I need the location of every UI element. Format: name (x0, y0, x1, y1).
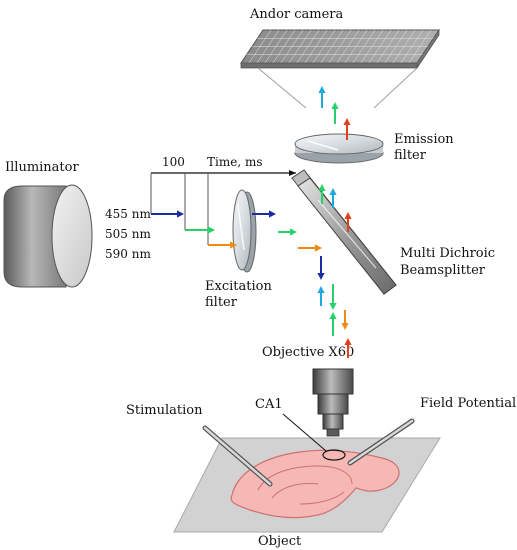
green-light-arrow (331, 102, 339, 124)
andor-camera (240, 28, 440, 70)
blue-light-arrow (317, 256, 325, 280)
wavelength-label-590: 590 nm (105, 247, 151, 261)
beamsplitter-label: Multi Dichroic (400, 246, 495, 261)
field-potential-label: Field Potential (420, 396, 516, 411)
blue-light-arrow (151, 210, 184, 218)
field-potential-electrode (347, 418, 415, 466)
emission-filter-label-line2: filter (394, 148, 427, 163)
red-light-arrow (343, 118, 351, 140)
green-light-arrow (278, 228, 297, 236)
stimulation-electrode (202, 425, 273, 487)
timeline-tick-label: 100 (162, 155, 185, 169)
red-light-arrow (344, 338, 352, 358)
camera-light-cone (257, 67, 418, 109)
illuminator-label: Illuminator (5, 160, 79, 175)
green-light-arrow (318, 184, 326, 204)
dichroic-beamsplitter (291, 169, 397, 295)
orange-light-arrow (341, 310, 349, 330)
ca1-pointer-line (282, 413, 327, 452)
excitation-filter (232, 189, 257, 273)
objective-lens (312, 368, 354, 437)
emission-filter-label: Emission (394, 132, 454, 147)
object-label: Object (258, 534, 302, 549)
camera-label: Andor camera (249, 7, 344, 22)
stimulation-label: Stimulation (126, 403, 203, 418)
excitation-filter-label: Excitation (205, 279, 272, 294)
ca1-region-marker (322, 449, 346, 461)
illuminator (3, 184, 93, 288)
excitation-filter-label-line2: filter (205, 295, 238, 310)
ca1-label: CA1 (255, 397, 283, 412)
wavelength-label-505: 505 nm (105, 227, 151, 241)
beamsplitter-label-line2: Beamsplitter (400, 263, 486, 278)
green-light-arrow (185, 226, 215, 234)
orange-light-arrow (298, 244, 322, 252)
red-light-arrow (344, 212, 352, 232)
cyan-light-arrow (329, 188, 337, 208)
wavelength-label-455: 455 nm (105, 207, 151, 221)
light-path-arrows (151, 86, 352, 358)
objective-label: Objective X60 (262, 345, 354, 360)
blue-light-arrow (252, 210, 276, 218)
brain-slice (230, 449, 400, 519)
timeline-axis-label: Time, ms (207, 155, 263, 169)
emission-filter (294, 133, 384, 164)
green-light-arrow (329, 284, 337, 310)
orange-light-arrow (208, 241, 237, 249)
cyan-light-arrow (318, 86, 326, 108)
green-light-arrow (329, 312, 337, 336)
cyan-light-arrow (317, 286, 325, 306)
timing-diagram (150, 170, 296, 245)
